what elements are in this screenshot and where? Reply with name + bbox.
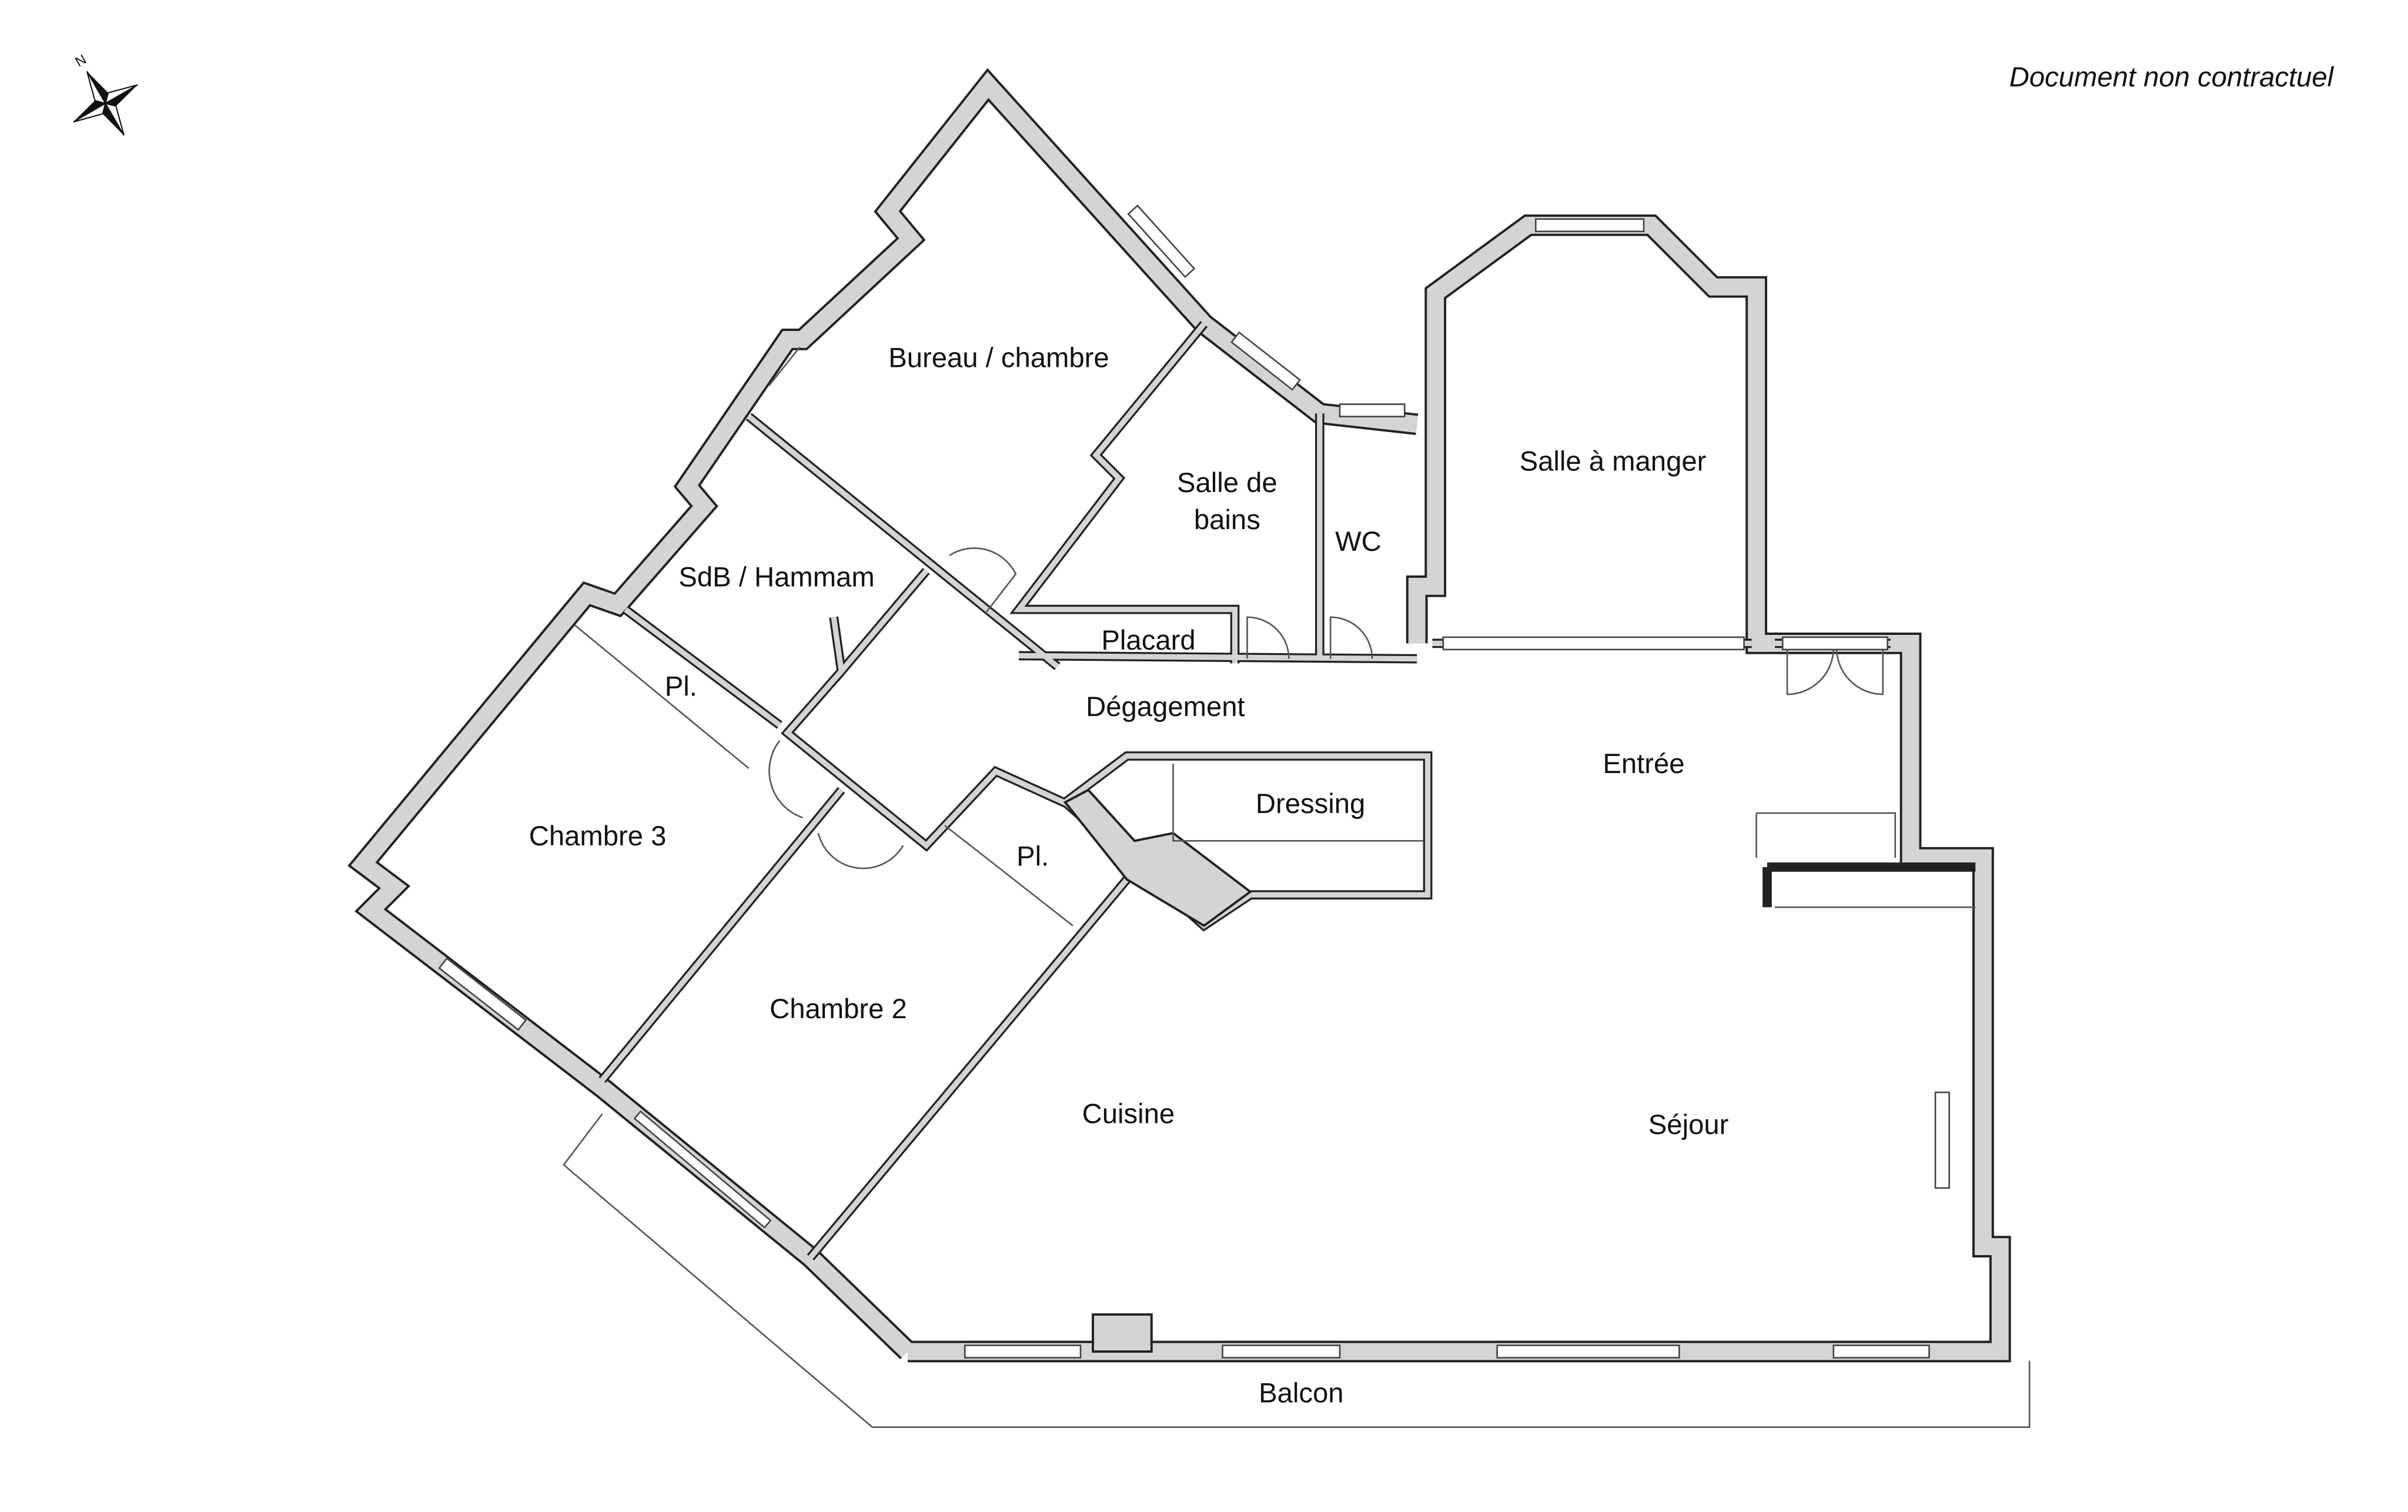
label-sdb-hammam: SdB / Hammam	[678, 561, 874, 593]
label-chambre-3: Chambre 3	[529, 821, 667, 852]
room-labels: Bureau / chambre Salle de bains WC Salle…	[529, 343, 1729, 1409]
exterior-walls	[347, 68, 2011, 1363]
label-salle-de-bains-line1: Salle de	[1177, 467, 1277, 499]
label-sejour: Séjour	[1648, 1109, 1729, 1140]
compass-north-label: N	[73, 52, 89, 70]
label-dressing: Dressing	[1256, 788, 1365, 819]
label-degagement: Dégagement	[1086, 691, 1245, 722]
door-swings	[768, 547, 1884, 869]
balcony-outline	[563, 1113, 2031, 1428]
label-salle-de-bains-line2: bains	[1194, 504, 1260, 536]
label-wc: WC	[1335, 526, 1382, 557]
label-cuisine: Cuisine	[1082, 1099, 1175, 1130]
label-chambre-2: Chambre 2	[770, 993, 907, 1025]
disclaimer-note: Document non contractuel	[2009, 62, 2335, 93]
label-bureau: Bureau / chambre	[888, 343, 1109, 374]
label-salle-a-manger: Salle à manger	[1520, 446, 1707, 477]
label-balcon: Balcon	[1259, 1378, 1343, 1409]
chimney-block	[1092, 1313, 1153, 1353]
windows	[438, 204, 1950, 1359]
label-placard-chambre2: Pl.	[1016, 841, 1049, 872]
compass-icon: N	[73, 52, 138, 136]
label-entree: Entrée	[1603, 748, 1684, 780]
label-placard-chambre3: Pl.	[665, 671, 697, 703]
label-placard: Placard	[1101, 625, 1195, 656]
interior-walls	[574, 321, 1976, 1261]
